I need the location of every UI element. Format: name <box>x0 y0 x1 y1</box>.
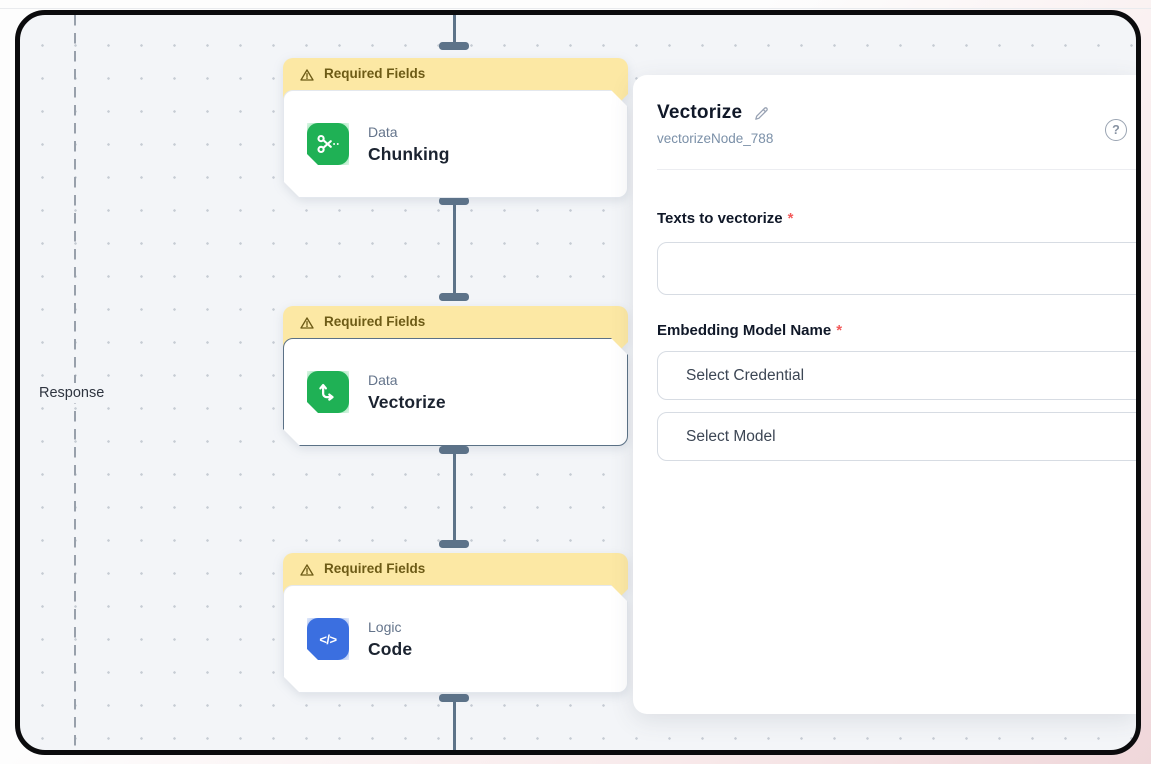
wire-vectorize-code <box>453 452 456 542</box>
node-card[interactable]: </> Logic Code <box>283 585 628 693</box>
handle-code-in[interactable] <box>439 540 469 548</box>
banner-label: Required Fields <box>324 561 426 576</box>
node-vectorize[interactable]: Required Fields Data Vectorize <box>283 306 628 446</box>
handle-code-out[interactable] <box>439 694 469 702</box>
handle-chunking-out[interactable] <box>439 197 469 205</box>
required-marker: * <box>836 322 843 339</box>
help-icon[interactable]: ? <box>1105 119 1127 141</box>
node-category: Logic <box>368 618 402 635</box>
handle-chunking-in[interactable] <box>439 42 469 50</box>
flow-canvas[interactable]: Response Required Fields Data C <box>20 15 1136 750</box>
edit-title-icon[interactable] <box>753 105 770 122</box>
node-config-panel: Vectorize vectorizeNode_788 ? Texts to v… <box>633 75 1136 714</box>
node-title: Chunking <box>368 143 450 164</box>
node-title: Code <box>368 638 413 659</box>
node-card-selected[interactable]: Data Vectorize <box>283 338 628 446</box>
select-credential-dropdown[interactable]: Select Credential <box>657 351 1136 400</box>
panel-body: Texts to vectorize* Embedding Model Name… <box>633 170 1136 461</box>
node-title: Vectorize <box>368 391 446 412</box>
edge-label-response: Response <box>33 383 111 403</box>
panel-header: Vectorize vectorizeNode_788 ? <box>633 75 1136 146</box>
wire-bottom <box>453 698 456 750</box>
panel-title: Vectorize <box>657 102 743 123</box>
banner-label: Required Fields <box>324 66 426 81</box>
warning-icon <box>299 67 315 83</box>
node-category: Data <box>368 123 398 140</box>
warning-icon <box>299 315 315 331</box>
node-category: Data <box>368 371 398 388</box>
axes-icon <box>307 371 349 413</box>
warning-icon <box>299 562 315 578</box>
header-divider <box>657 169 1136 170</box>
banner-label: Required Fields <box>324 314 426 329</box>
handle-vectorize-out[interactable] <box>439 446 469 454</box>
select-model-dropdown[interactable]: Select Model <box>657 412 1136 461</box>
handle-vectorize-in[interactable] <box>439 293 469 301</box>
background-hairline <box>0 8 1151 9</box>
wire-top <box>453 15 456 46</box>
node-chunking[interactable]: Required Fields Data Chunking <box>283 58 628 198</box>
wire-chunking-vectorize <box>453 203 456 295</box>
texts-to-vectorize-label: Texts to vectorize* <box>657 210 794 227</box>
node-id-label: vectorizeNode_788 <box>657 131 774 146</box>
scissors-icon <box>307 123 349 165</box>
node-card[interactable]: Data Chunking <box>283 90 628 198</box>
texts-to-vectorize-input[interactable] <box>657 242 1136 295</box>
embedding-model-name-label: Embedding Model Name* <box>657 322 843 339</box>
required-marker: * <box>787 210 794 227</box>
node-code[interactable]: Required Fields </> Logic Code <box>283 553 628 693</box>
code-icon: </> <box>307 618 349 660</box>
app-window: Response Required Fields Data C <box>15 10 1141 755</box>
response-guide-line <box>74 15 76 750</box>
